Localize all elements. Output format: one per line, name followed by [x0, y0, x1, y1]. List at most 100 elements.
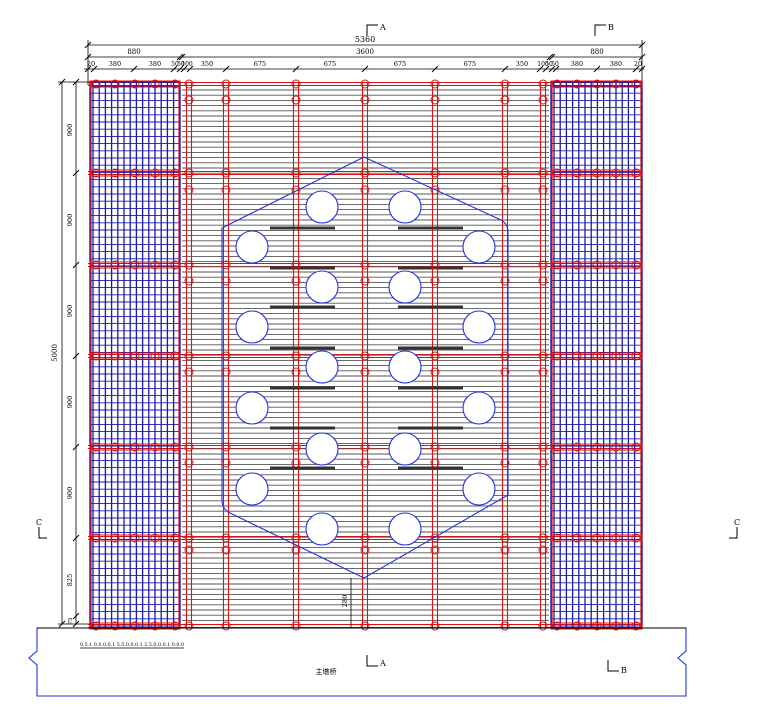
dimension-tick: [90, 65, 98, 73]
seg-right-2: 380: [571, 60, 583, 68]
beam-node: [500, 185, 510, 195]
pile-bracket: [270, 226, 335, 230]
beam-nodes: [91, 79, 641, 631]
beam-node: [552, 168, 562, 178]
section-label-a-top: A: [379, 23, 386, 32]
beam-node: [592, 351, 602, 361]
pile-bracket: [398, 466, 463, 470]
beam-node: [552, 351, 562, 361]
beam-node: [360, 260, 370, 270]
beam-node: [110, 533, 120, 543]
seg-center-5: 675: [464, 60, 476, 68]
dimension-tick: [292, 65, 300, 73]
pile-bracket: [270, 386, 335, 390]
beam-node: [170, 260, 180, 270]
beam-node: [91, 621, 101, 631]
beam-node: [572, 260, 582, 270]
beam-node: [221, 351, 231, 361]
left-bay-width-dim: 880: [127, 48, 140, 56]
beam-node: [611, 533, 621, 543]
overall-width-dim: 5360: [355, 35, 375, 44]
beam-node: [611, 168, 621, 178]
pile-brackets: [270, 226, 463, 470]
beam-node: [291, 621, 301, 631]
pile-bracket: [270, 466, 335, 470]
beam-node: [611, 621, 621, 631]
dimension-tick: [536, 65, 544, 73]
beam-node: [572, 442, 582, 452]
beam-node: [572, 351, 582, 361]
beam-node: [110, 351, 120, 361]
beam-node: [170, 442, 180, 452]
bored-pile: [388, 190, 422, 224]
dimension-tick: [548, 65, 556, 73]
dimension-tick: [632, 65, 640, 73]
beam-node: [500, 621, 510, 631]
dimension-tick: [431, 65, 439, 73]
bay-beam-band: [89, 80, 181, 88]
seg-left-0: 20: [87, 60, 95, 68]
beam-node: [221, 168, 231, 178]
beam-node: [631, 351, 641, 361]
beam-node: [184, 545, 194, 555]
beam-node: [170, 168, 180, 178]
beam-node: [221, 260, 231, 270]
bored-pile: [462, 310, 496, 344]
bay-beam-band: [89, 261, 181, 269]
beam-node: [430, 79, 440, 89]
vseg-1: 900: [66, 214, 74, 226]
dimension-tick: [72, 78, 80, 86]
pile-bracket: [270, 305, 335, 309]
beam-node: [150, 79, 160, 89]
beam-node: [170, 533, 180, 543]
pile-bracket: [398, 226, 463, 230]
beam-node: [500, 168, 510, 178]
beam-node: [184, 621, 194, 631]
dimension-tick: [72, 612, 80, 620]
pile-bracket: [270, 346, 335, 350]
vseg-4: 900: [66, 487, 74, 499]
beam-node: [631, 79, 641, 89]
pile-bracket: [398, 346, 463, 350]
beam-node: [150, 168, 160, 178]
beam-node: [500, 79, 510, 89]
dimension-tick: [58, 620, 66, 628]
dimension-tick: [222, 65, 230, 73]
dimension-tick: [638, 41, 646, 49]
section-mark-c-left: [38, 527, 47, 539]
beam-node: [430, 442, 440, 452]
vseg-6: 75: [68, 617, 74, 624]
beam-node: [500, 458, 510, 468]
bay-beam-band: [550, 622, 643, 630]
beam-node: [430, 276, 440, 286]
beam-node: [538, 276, 548, 286]
beam-node: [592, 79, 602, 89]
beam-node: [611, 351, 621, 361]
seg-right-0: 50: [545, 61, 553, 68]
beam-node: [538, 260, 548, 270]
seg-center-1: 350: [201, 60, 213, 68]
vseg-2: 900: [66, 305, 74, 317]
dimension-tick: [130, 65, 138, 73]
dimension-tick: [638, 65, 646, 73]
bored-pile: [462, 230, 496, 264]
section-mark-a-top: [366, 24, 378, 36]
dimension-tick: [178, 53, 186, 61]
seg-right-4: 20: [634, 60, 642, 68]
main-pier-base: [28, 627, 687, 697]
beam-node: [552, 533, 562, 543]
beam-node: [221, 458, 231, 468]
beam-node: [552, 79, 562, 89]
pile-bracket: [270, 426, 335, 430]
beam-node: [500, 276, 510, 286]
pier-outline: [221, 156, 509, 579]
beam-node: [572, 533, 582, 543]
dimension-ticks: [58, 41, 646, 628]
beam-node: [291, 260, 301, 270]
beam-node: [360, 545, 370, 555]
beam-node: [538, 458, 548, 468]
beam-node: [130, 79, 140, 89]
beam-node: [360, 351, 370, 361]
beam-node: [184, 79, 194, 89]
